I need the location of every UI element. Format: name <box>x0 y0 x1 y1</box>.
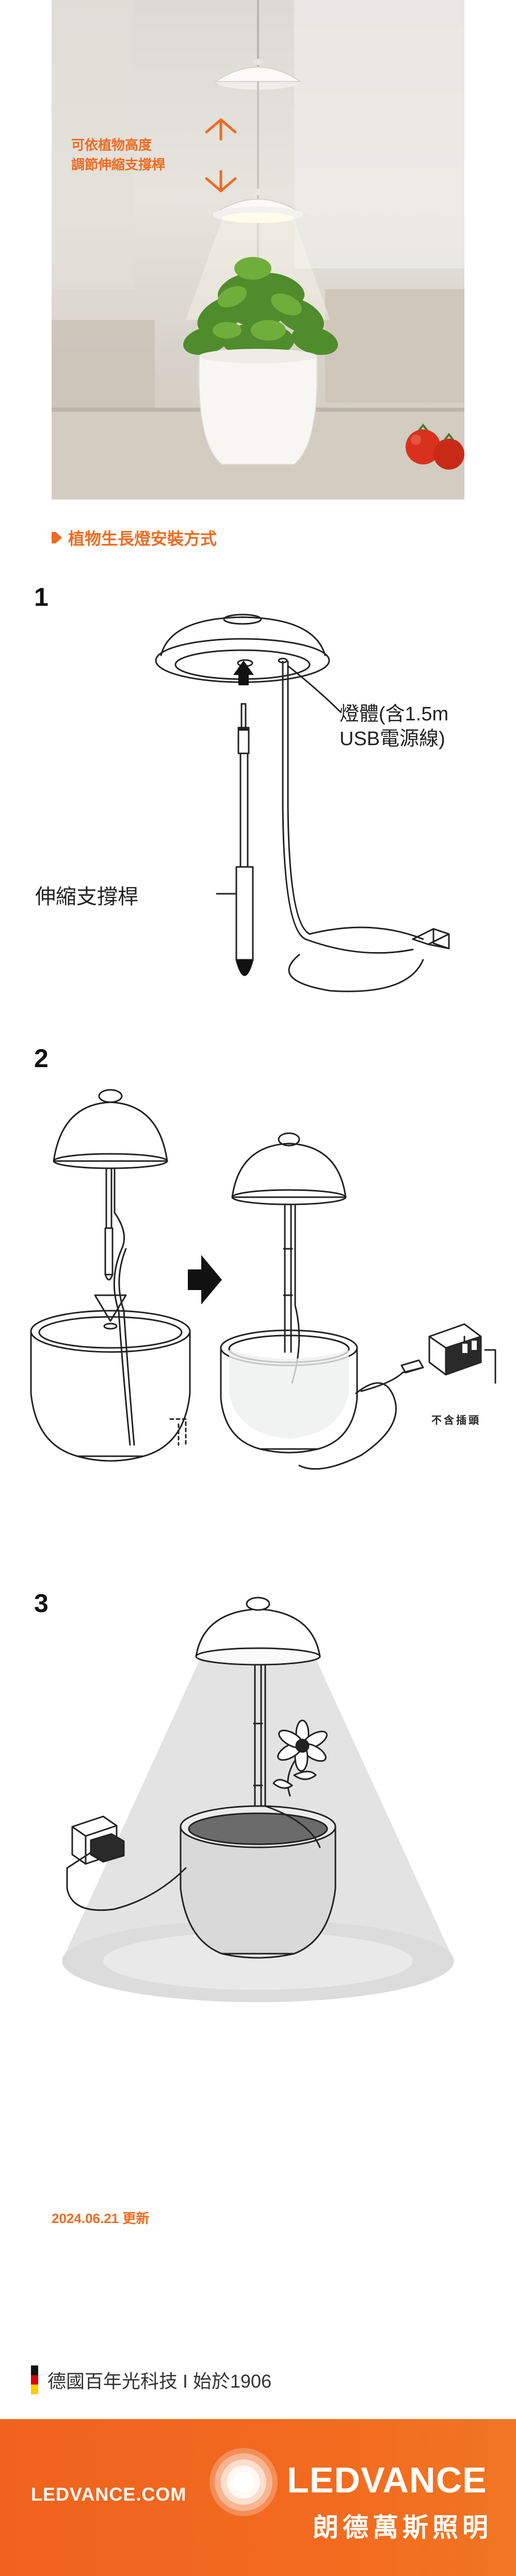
germany-flag-icon <box>31 2365 38 2395</box>
orange-triangle-icon <box>52 532 62 543</box>
lamp-label-line1: 燈體(含1.5m <box>340 703 449 725</box>
step-1-illustration <box>155 614 450 992</box>
lamp-label-line2: USB電源線) <box>340 728 445 750</box>
tagline-text: 德國百年光科技 I 始於1906 <box>47 2371 272 2392</box>
hero-photo: 可依植物高度 調節伸縮支撐桿 <box>52 0 464 500</box>
hero-caption-line1: 可依植物高度 <box>71 137 152 153</box>
step-3-number: 3 <box>34 1589 49 1618</box>
step-2-number: 2 <box>34 1044 49 1073</box>
section-title: 植物生長燈安裝方式 <box>68 529 217 548</box>
step-2-illustration <box>30 1089 496 1470</box>
brand-name: LEDVANCE <box>287 2460 487 2500</box>
ledvance-logo-icon <box>209 2448 278 2516</box>
update-date: 2024.06.21 更新 <box>52 2211 150 2226</box>
tagline: 德國百年光科技 I 始於1906 <box>31 2365 272 2395</box>
hero-caption: 可依植物高度 調節伸縮支撐桿 <box>71 135 165 174</box>
hero-caption-line2: 調節伸縮支撐桿 <box>71 157 166 172</box>
step-3-illustration <box>62 1597 454 2002</box>
install-section-heading: 植物生長燈安裝方式 <box>52 527 217 548</box>
footer-bar: LEDVANCE.COM LEDVANCE 朗德萬斯照明 <box>0 2419 516 2576</box>
brand-name-cn: 朗德萬斯照明 <box>313 2513 492 2542</box>
adjust-arrows <box>205 118 237 192</box>
lamp-label: 燈體(含1.5m USB電源線) <box>340 702 448 751</box>
pole-label: 伸縮支撐桿 <box>35 886 138 908</box>
website-link[interactable]: LEDVANCE.COM <box>31 2484 187 2505</box>
adapter-label: 不含插頭 <box>431 1415 481 1426</box>
step-1-number: 1 <box>34 583 49 611</box>
hero-illustration <box>52 0 464 500</box>
